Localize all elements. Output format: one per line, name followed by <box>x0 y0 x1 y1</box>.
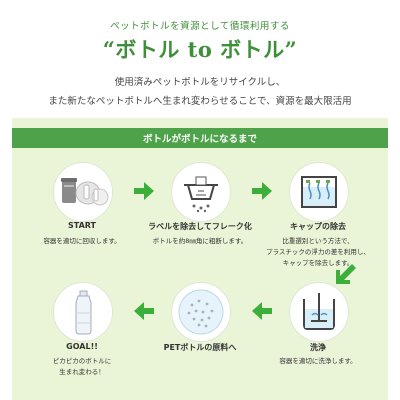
arrow-left-icon <box>252 302 272 320</box>
recycling-bins-icon <box>61 178 109 206</box>
step-goal-note-line1: ピカピカのボトルに <box>52 357 112 365</box>
header-description-line2: また新たなペットボトルへ生まれ変わらせることで、資源を最大限活用 <box>48 96 352 107</box>
header-subtitle: ペットボトルを資源として循環利用する <box>110 21 290 32</box>
step-goal-note-line2: 生まれ変わる！ <box>59 368 105 376</box>
step-start-note: 容器を適切に回収します。 <box>43 237 121 245</box>
step-start-label: START <box>67 221 97 230</box>
step-cap-note-line2: プラスチックの浮力の差を利用し、 <box>266 248 370 256</box>
arrow-down-left-icon <box>336 264 356 284</box>
step-cap-note-line1: 比重選別という方法で、 <box>282 237 354 245</box>
flotation-tank-icon <box>301 176 337 208</box>
step-wash-label: 洗浄 <box>310 343 326 352</box>
header-description-line1: 使用済みペットボトルをリサイクルし、 <box>114 77 286 88</box>
step-flake-label: ラベルを除去してフレーク化 <box>148 222 252 231</box>
step-pellet-circle <box>171 282 231 342</box>
step-wash-note: 容器を適切に洗浄します。 <box>279 357 357 365</box>
step-start-circle <box>53 162 113 222</box>
pellet-dish-icon <box>178 289 224 335</box>
step-cap-circle <box>289 162 349 222</box>
pet-bottle-icon <box>75 290 92 335</box>
step-pellet-label: PETボトルの原料へ <box>163 343 237 352</box>
header: ペットボトルを資源として循環利用する “ボトル to ボトル” 使用済みペットボ… <box>0 0 400 118</box>
step-goal-label: GOAL!! <box>66 342 98 351</box>
process-panel-title-bar: ボトルがボトルになるまで <box>12 128 388 148</box>
step-flake-circle <box>171 162 231 222</box>
arrow-right-icon <box>134 182 154 200</box>
washing-tank-icon <box>303 293 335 330</box>
header-title: “ボトル to ボトル” <box>102 37 298 62</box>
step-cap-note-line3: キャップを除去します。 <box>282 259 354 267</box>
arrow-right-icon <box>252 182 272 200</box>
step-wash-circle <box>289 282 349 342</box>
step-goal-circle <box>53 282 113 342</box>
process-panel-title: ボトルがボトルになるまで <box>142 134 257 145</box>
step-cap-label: キャップの除去 <box>290 222 346 231</box>
step-flake-note: ボトルを約8㎜角に粗断します。 <box>152 237 248 245</box>
flake-grinder-icon <box>184 176 218 213</box>
arrow-left-icon <box>134 302 154 320</box>
